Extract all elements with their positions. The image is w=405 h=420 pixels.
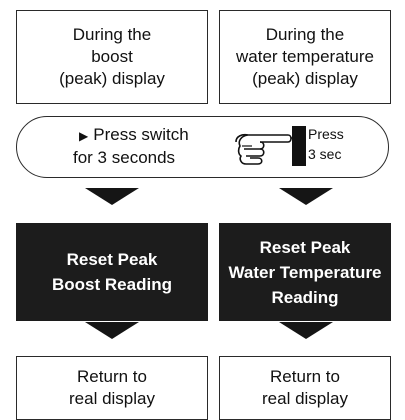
icon-label-press: Press xyxy=(308,126,344,142)
box-text-line: Reset Peak xyxy=(66,250,158,269)
box-text-line: During the xyxy=(265,25,345,44)
down-arrow-icon xyxy=(85,322,139,339)
icon-label-3sec: 3 sec xyxy=(308,146,342,162)
instruction-line-1: Press switch xyxy=(93,125,189,144)
reset-peak-boost-box: Reset Peak Boost Reading xyxy=(16,223,208,321)
press-switch-instruction: ▶ Press switch for 3 seconds Press 3 sec xyxy=(16,116,389,178)
box-text-line: real display xyxy=(69,389,155,408)
return-real-display-right-box: Return to real display xyxy=(219,356,391,420)
box-text-line: (peak) display xyxy=(252,69,358,88)
water-temp-peak-display-box: During the water temperature (peak) disp… xyxy=(219,10,391,104)
box-text-line: Boost Reading xyxy=(52,275,172,294)
box-text-line: Reset Peak xyxy=(259,237,351,257)
box-text-line: Water Temperature xyxy=(228,262,382,282)
press-3sec-label: Press 3 sec xyxy=(308,124,344,164)
return-real-display-left-box: Return to real display xyxy=(16,356,208,420)
down-arrow-icon xyxy=(85,188,139,205)
down-arrow-icon xyxy=(279,188,333,205)
down-arrow-icon xyxy=(279,322,333,339)
box-text-line: Reading xyxy=(271,287,339,307)
box-text-line: real display xyxy=(262,389,348,408)
box-text-line: (peak) display xyxy=(59,69,165,88)
box-text-line: Return to xyxy=(270,367,340,386)
box-text-line: boost xyxy=(91,47,133,66)
box-text-line: Return to xyxy=(77,367,147,386)
finger-pressing-switch-icon xyxy=(235,126,306,166)
bullet-triangle-icon: ▶ xyxy=(79,129,89,143)
boost-peak-display-box: During the boost (peak) display xyxy=(16,10,208,104)
instruction-line-2: for 3 seconds xyxy=(73,148,176,167)
box-text-line: water temperature xyxy=(236,47,374,66)
reset-peak-water-temp-box: Reset Peak Water Temperature Reading xyxy=(219,223,391,321)
press-switch-text: ▶ Press switch for 3 seconds xyxy=(73,124,189,169)
box-text-line: During the xyxy=(72,25,152,44)
